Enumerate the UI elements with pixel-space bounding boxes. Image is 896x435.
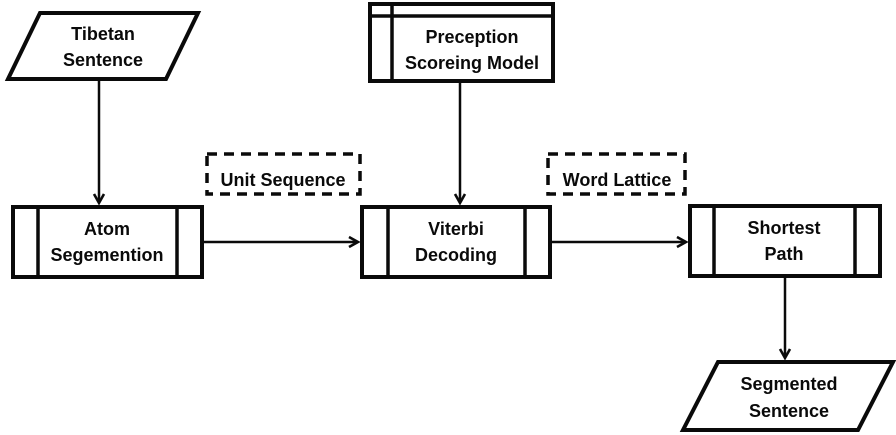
parallelogram-shape: [679, 360, 896, 432]
node-segmented-sentence: Segmented Sentence: [679, 360, 896, 432]
node-atom-segmention: Atom Segemention: [11, 205, 204, 279]
node-label-line: Unit Sequence: [220, 170, 345, 190]
node-label-line: Sentence: [749, 401, 829, 421]
node-label-line: Path: [764, 244, 803, 264]
node-label-line: Scoreing Model: [405, 53, 539, 73]
node-label-line: Sentence: [63, 50, 143, 70]
parallelogram-shape: [4, 11, 202, 81]
node-label-line: Decoding: [415, 245, 497, 265]
subroutine-shape: [688, 204, 882, 278]
dashed-rectangle-shape: [205, 152, 362, 196]
node-label-line: Preception: [425, 27, 518, 47]
node-label-line: Word Lattice: [563, 170, 672, 190]
edges: [92, 81, 792, 361]
node-label-line: Tibetan: [71, 24, 135, 44]
node-label-line: Viterbi: [428, 219, 484, 239]
node-word-lattice: Word Lattice: [546, 152, 687, 196]
subroutine-shape: [11, 205, 204, 279]
node-preception-scoring-model: Preception Scoreing Model: [368, 2, 555, 83]
node-tibetan-sentence: Tibetan Sentence: [4, 11, 202, 81]
subroutine-shape: [360, 205, 552, 279]
node-label-line: Segmented: [740, 374, 837, 394]
node-unit-sequence: Unit Sequence: [205, 152, 362, 196]
dashed-rectangle-shape: [546, 152, 687, 196]
node-shortest-path: Shortest Path: [688, 204, 882, 278]
node-viterbi-decoding: Viterbi Decoding: [360, 205, 552, 279]
node-label-line: Atom: [84, 219, 130, 239]
node-label-line: Shortest: [747, 218, 820, 238]
node-label-line: Segemention: [50, 245, 163, 265]
